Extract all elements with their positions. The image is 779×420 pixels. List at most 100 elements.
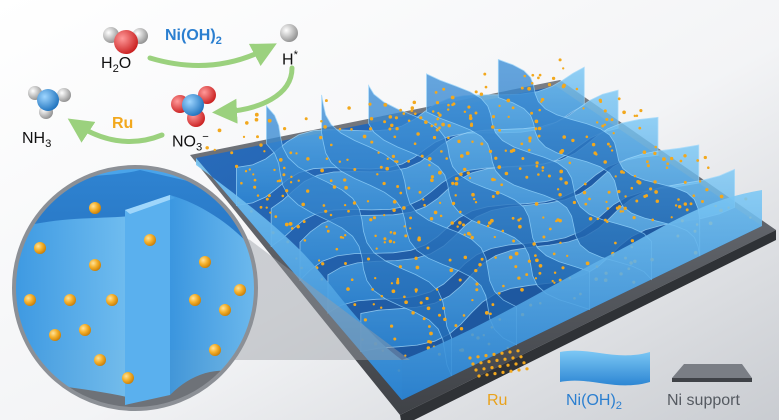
ru-particle	[230, 151, 234, 155]
legend-ru-dot	[468, 356, 472, 360]
ru-particle	[302, 220, 306, 224]
ru-particle	[288, 222, 293, 226]
ru-particle	[474, 111, 478, 115]
ru-particle	[700, 199, 705, 204]
ru-particle-zoom	[34, 242, 46, 254]
ru-particle-zoom	[94, 354, 106, 366]
ru-particle	[477, 220, 481, 224]
ru-particle	[412, 100, 417, 105]
ru-particle	[248, 168, 251, 171]
ru-particle-zoom	[234, 284, 246, 296]
ru-particle	[374, 234, 377, 238]
ru-particle	[290, 227, 294, 230]
ru-particle	[399, 108, 402, 112]
ru-particle	[605, 200, 608, 204]
ru-particle	[654, 145, 657, 149]
ru-particle	[501, 229, 505, 233]
ru-particle	[442, 306, 446, 310]
ru-particle	[369, 218, 373, 222]
ru-particle	[435, 128, 439, 132]
ru-particle	[677, 198, 680, 201]
ru-particle	[205, 146, 209, 150]
legend-ru-dot	[490, 366, 494, 370]
ru-particle	[430, 175, 435, 179]
ru-particle	[329, 213, 333, 217]
ru-particle	[470, 122, 473, 126]
ru-particle	[284, 222, 289, 227]
ru-particle	[319, 135, 323, 140]
ru-particle	[484, 311, 489, 315]
ru-particle	[320, 119, 323, 123]
ru-particle	[253, 178, 257, 182]
ru-particle	[677, 204, 682, 209]
ru-particle	[679, 159, 683, 163]
ru-particle	[623, 206, 627, 210]
ru-particle	[320, 168, 324, 173]
ru-particle	[548, 227, 552, 231]
ru-particle	[370, 140, 374, 144]
legend-ru-dot	[471, 362, 475, 366]
ru-particle	[556, 188, 560, 191]
ru-particle	[414, 256, 418, 260]
ru-particle	[596, 121, 599, 124]
ru-particle	[585, 261, 590, 266]
ru-particle	[425, 296, 429, 301]
ru-particle	[426, 306, 431, 311]
legend-ru-dot	[500, 351, 504, 355]
ru-particle	[456, 225, 459, 228]
ru-particle	[259, 205, 263, 209]
ru-particle	[518, 167, 522, 170]
ru-particle	[423, 203, 426, 207]
ru-particle	[480, 257, 484, 261]
ru-particle	[399, 191, 403, 195]
ru-particle-zoom	[219, 304, 231, 316]
ru-particle	[391, 289, 396, 294]
ru-particle	[383, 103, 388, 107]
ru-particle	[696, 159, 700, 162]
ru-particle	[491, 115, 496, 119]
ru-particle	[415, 265, 420, 270]
ru-particle	[643, 194, 647, 198]
ru-particle	[366, 257, 371, 261]
ru-particle-zoom	[199, 256, 211, 268]
ru-particle	[666, 162, 670, 166]
ru-particle	[583, 182, 587, 186]
ru-particle	[459, 172, 463, 177]
ru-particle	[572, 200, 577, 205]
ru-particle	[427, 325, 431, 328]
legend-ru-dot	[477, 374, 481, 378]
ru-particle	[391, 154, 396, 159]
ru-particle	[511, 106, 515, 110]
ru-particle	[306, 189, 310, 193]
ru-particle	[610, 149, 614, 152]
ru-particle	[407, 186, 411, 190]
ru-particle	[344, 234, 347, 237]
ru-particle	[458, 221, 462, 225]
ru-particle	[588, 216, 593, 221]
ru-particle	[335, 247, 339, 251]
ru-particle	[424, 120, 428, 124]
ru-particle	[630, 186, 634, 190]
ru-particle	[390, 123, 394, 128]
ru-particle-zoom	[89, 259, 101, 271]
ru-particle	[454, 181, 459, 186]
ru-particle	[402, 206, 406, 210]
ru-particle	[383, 120, 387, 124]
legend-ru-dot	[508, 350, 512, 354]
ru-particle	[535, 161, 539, 165]
ru-particle	[558, 278, 562, 282]
ru-particle	[538, 108, 541, 112]
ru-particle	[692, 194, 696, 198]
arrow-water-to-h	[147, 43, 277, 68]
ru-particle	[332, 185, 337, 189]
ru-particle-zoom	[144, 234, 156, 246]
ru-particle	[559, 177, 563, 181]
legend-ru-dot	[522, 361, 526, 365]
ru-particle	[344, 262, 347, 265]
ru-particle	[474, 90, 478, 94]
ru-particle	[245, 121, 249, 125]
ru-particle	[392, 241, 396, 244]
ru-particle	[683, 180, 687, 184]
ru-particle	[459, 326, 464, 331]
ru-particle	[325, 157, 329, 160]
